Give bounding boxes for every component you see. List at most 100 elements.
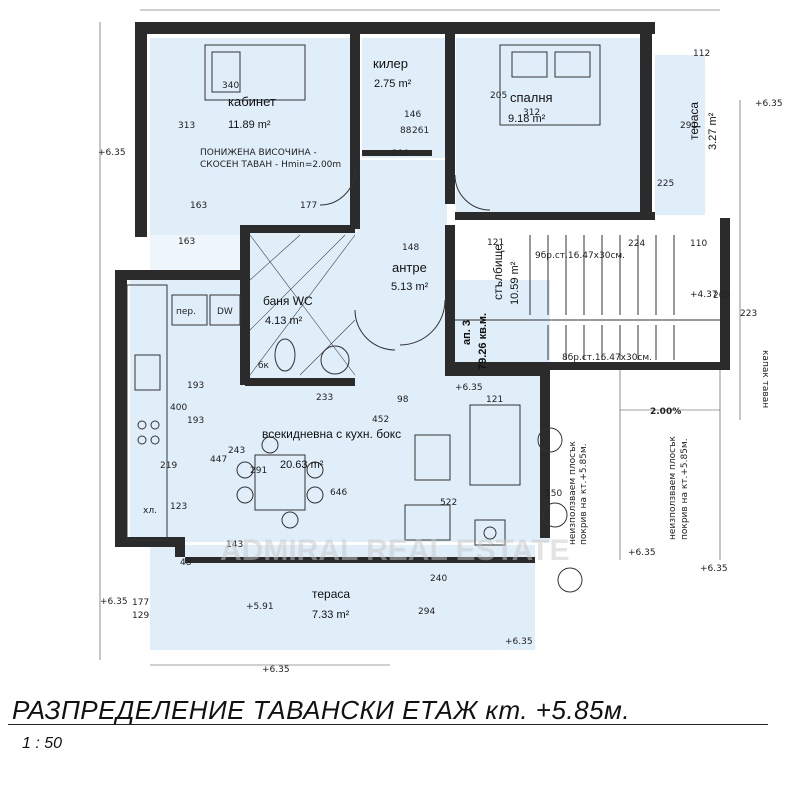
room-stairs-area: 10.59 m²: [509, 261, 521, 305]
dimension-label: 110: [690, 239, 707, 249]
dimension-label: 312: [523, 108, 540, 118]
bathroom-tiles: [249, 234, 356, 376]
dimension-label: 193: [187, 416, 204, 426]
plan-scale: 1 : 50: [22, 735, 63, 752]
dimension-label: 177: [300, 201, 317, 211]
low-ceiling-note-2: СКОСЕН ТАВАН - Hmin=2.00m: [200, 160, 341, 170]
dimension-label: 313: [178, 121, 195, 131]
dimension-label: 48: [180, 558, 192, 568]
apartment-label: ап. 3: [461, 320, 473, 345]
fridge-label: хл.: [143, 506, 157, 516]
dimension-label: 205: [490, 91, 507, 101]
dimension-label: 210: [392, 149, 409, 159]
dimension-label: 121: [487, 238, 504, 248]
dimension-label: 646: [330, 488, 347, 498]
dimension-label: 223: [740, 309, 757, 319]
level-1: +6.35: [98, 148, 126, 158]
level-7: +6.35: [262, 665, 290, 675]
plan-title: РАЗПРЕДЕЛЕНИЕ ТАВАНСКИ ЕТАЖ кт. +5.85м.: [12, 695, 631, 725]
level-8: +5.91: [246, 602, 274, 612]
level-2: +6.35: [755, 99, 783, 109]
kitchen: [126, 284, 241, 541]
level-markers: +6.35 +6.35 +6.35 +4.37 +6.35 +6.35 +6.3…: [98, 99, 783, 675]
dimension-label: 88: [400, 126, 412, 136]
slope-label: 2.00%: [650, 407, 681, 417]
dimension-label: 294: [418, 607, 435, 617]
room-pantry-area: 2.75 m²: [374, 78, 412, 90]
bed-study: [204, 44, 306, 101]
room-study-area: 11.89 m²: [228, 119, 271, 131]
floor-plan: кабинет 11.89 m² ПОНИЖЕНА ВИСОЧИНА - СКО…: [98, 9, 783, 675]
dimension-label: 112: [693, 49, 710, 59]
dimension-label: 193: [187, 381, 204, 391]
staircase: [455, 235, 720, 360]
dimension-label: 148: [402, 243, 419, 253]
room-living-area: 20.63 m²: [280, 459, 324, 471]
room-study-name: кабинет: [228, 94, 276, 109]
stairs-note-bottom: 8бр.ст.16.47x30см.: [562, 353, 652, 363]
dishwasher-label: DW: [217, 307, 233, 317]
roof-note-1: неизползваем плосък: [668, 436, 678, 540]
room-living-name: всекидневна с кухн. бокс: [262, 427, 401, 441]
level-3: +6.35: [100, 597, 128, 607]
dimension-labels: 340 313 163 177 163 146 88 210 261 205 312 224 110 12…: [132, 49, 757, 621]
dimension-label: 224: [628, 239, 645, 249]
dimension-label: 123: [170, 502, 187, 512]
dimension-label: 163: [178, 237, 195, 247]
level-4: +4.37: [690, 290, 718, 300]
dimension-lines: [99, 9, 741, 666]
dimension-label: 447: [210, 455, 227, 465]
room-bedroom-name: спалня: [510, 90, 553, 105]
ladder-note: капак таван: [760, 350, 770, 408]
dimension-label: 291: [680, 121, 697, 131]
dimension-label: 143: [226, 540, 243, 550]
room-terrace-right-area: 3.27 m²: [707, 112, 719, 150]
dimension-label: 146: [404, 110, 421, 120]
dimension-label: 240: [430, 574, 447, 584]
low-ceiling-note-1: ПОНИЖЕНА ВИСОЧИНА -: [200, 148, 317, 158]
room-pantry-name: килер: [373, 56, 408, 71]
dimension-label: 219: [160, 461, 177, 471]
dimension-label: 200: [713, 291, 730, 301]
roof-note-4: покрив на кт.+5.85м.: [579, 443, 589, 545]
room-terrace-bottom-name: тераса: [312, 587, 350, 601]
room-terrace-right-name: тераса: [687, 102, 701, 140]
terrace-plants: [537, 427, 583, 593]
dimension-label: 291: [250, 466, 267, 476]
room-terrace-bottom-area: 7.33 m²: [312, 609, 350, 621]
stairs-note-top: 9бр.ст.16.47x30см.: [535, 251, 625, 261]
dimension-label: 129: [132, 611, 149, 621]
dimension-label: 522: [440, 498, 457, 508]
bed-bedroom: [499, 44, 601, 126]
level-9: +6.35: [700, 564, 728, 574]
washer-label: пер.: [176, 307, 196, 317]
watermark: ADMIRAL REAL ESTATE: [220, 534, 569, 567]
level-5: +6.35: [628, 548, 656, 558]
level-6: +6.35: [505, 637, 533, 647]
dimension-label: 340: [222, 81, 239, 91]
room-hall-name: антре: [392, 260, 427, 275]
dimension-label: 233: [316, 393, 333, 403]
title-rule: [8, 724, 768, 725]
room-bath-name: баня WC: [263, 294, 313, 308]
dimension-label: 400: [170, 403, 187, 413]
doors: [319, 169, 491, 351]
dimension-label: 452: [372, 415, 389, 425]
dimension-label: 121: [486, 395, 503, 405]
room-stairs-name: стълбище: [491, 244, 505, 300]
dimension-label: 177: [132, 598, 149, 608]
room-bedroom-area: 9.18 m²: [508, 113, 546, 125]
dimension-label: 261: [412, 126, 429, 136]
dimension-label: 163: [190, 201, 207, 211]
boiler-label: бк: [258, 361, 270, 371]
dimension-label: 150: [545, 489, 562, 499]
roof-note-2: покрив на кт.+5.85м.: [680, 438, 690, 540]
walls: [115, 22, 730, 563]
roof-note-3: неизползваем плосък: [568, 441, 578, 545]
living-furniture: [236, 404, 521, 546]
room-hall-area: 5.13 m²: [391, 281, 429, 293]
dimension-label: 243: [228, 446, 245, 456]
dimension-label: 225: [657, 179, 674, 189]
level-10: +6.35: [455, 383, 483, 393]
dimension-label: 98: [397, 395, 409, 405]
